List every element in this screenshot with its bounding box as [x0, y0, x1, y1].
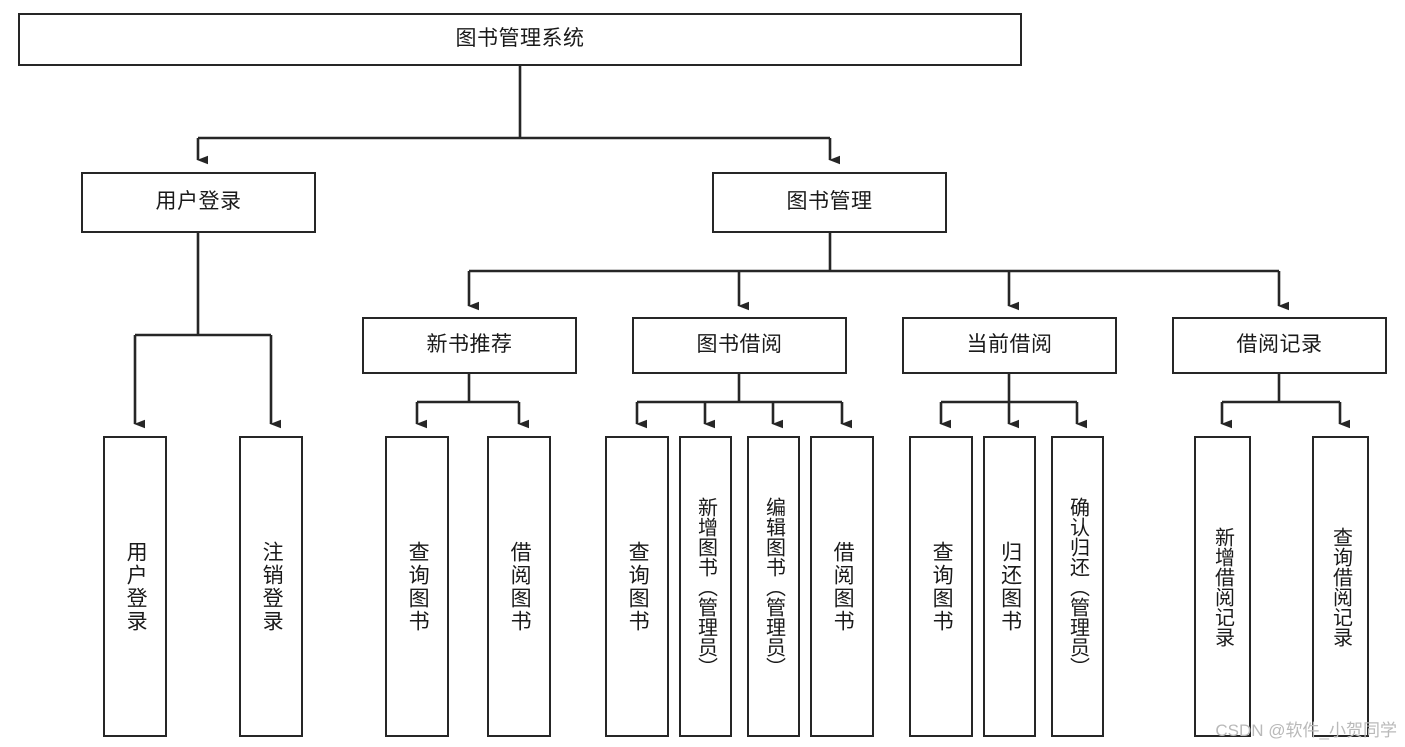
- node-current-borrow[interactable]: 当前借阅: [902, 317, 1117, 374]
- node-leaf-add-book-label: 新增图书（管理员）: [694, 496, 717, 677]
- node-root[interactable]: 图书管理系统: [18, 13, 1022, 66]
- node-leaf-return-book[interactable]: 归还图书: [983, 436, 1036, 737]
- node-leaf-user-login-label: 用户登录: [124, 540, 148, 633]
- node-leaf-query-record-label: 查询借阅记录: [1329, 526, 1352, 647]
- node-leaf-query-record[interactable]: 查询借阅记录: [1312, 436, 1369, 737]
- node-leaf-confirm-return[interactable]: 确认归还（管理员）: [1051, 436, 1104, 737]
- node-leaf-return-book-label: 归还图书: [998, 540, 1022, 633]
- node-user-login-label: 用户登录: [155, 190, 242, 214]
- node-leaf-query-book-2[interactable]: 查询图书: [605, 436, 669, 737]
- node-book-management-label: 图书管理: [786, 190, 873, 214]
- node-leaf-borrow-book-2-label: 借阅图书: [831, 540, 855, 633]
- node-book-management[interactable]: 图书管理: [712, 172, 947, 233]
- node-user-login[interactable]: 用户登录: [81, 172, 316, 233]
- node-leaf-confirm-return-label: 确认归还（管理员）: [1066, 496, 1089, 677]
- node-leaf-query-book-2-label: 查询图书: [626, 540, 650, 633]
- node-leaf-query-book-1[interactable]: 查询图书: [385, 436, 449, 737]
- node-leaf-query-book-3[interactable]: 查询图书: [909, 436, 973, 737]
- node-leaf-logout[interactable]: 注销登录: [239, 436, 303, 737]
- node-new-book-recommend-label: 新书推荐: [426, 333, 513, 357]
- node-leaf-add-record[interactable]: 新增借阅记录: [1194, 436, 1251, 737]
- node-book-borrow[interactable]: 图书借阅: [632, 317, 847, 374]
- node-new-book-recommend[interactable]: 新书推荐: [362, 317, 577, 374]
- node-leaf-user-login[interactable]: 用户登录: [103, 436, 167, 737]
- node-leaf-borrow-book-2[interactable]: 借阅图书: [810, 436, 874, 737]
- node-leaf-borrow-book-1-label: 借阅图书: [508, 540, 532, 633]
- node-leaf-query-book-3-label: 查询图书: [930, 540, 954, 633]
- node-leaf-query-book-1-label: 查询图书: [406, 540, 430, 633]
- node-leaf-logout-label: 注销登录: [260, 540, 284, 633]
- node-book-borrow-label: 图书借阅: [696, 333, 783, 357]
- node-leaf-add-record-label: 新增借阅记录: [1211, 526, 1234, 647]
- node-borrow-record[interactable]: 借阅记录: [1172, 317, 1387, 374]
- node-leaf-edit-book-label: 编辑图书（管理员）: [762, 496, 785, 677]
- node-leaf-edit-book[interactable]: 编辑图书（管理员）: [747, 436, 800, 737]
- node-borrow-record-label: 借阅记录: [1236, 333, 1323, 357]
- node-current-borrow-label: 当前借阅: [966, 333, 1053, 357]
- node-root-label: 图书管理系统: [455, 27, 585, 51]
- node-leaf-add-book[interactable]: 新增图书（管理员）: [679, 436, 732, 737]
- node-leaf-borrow-book-1[interactable]: 借阅图书: [487, 436, 551, 737]
